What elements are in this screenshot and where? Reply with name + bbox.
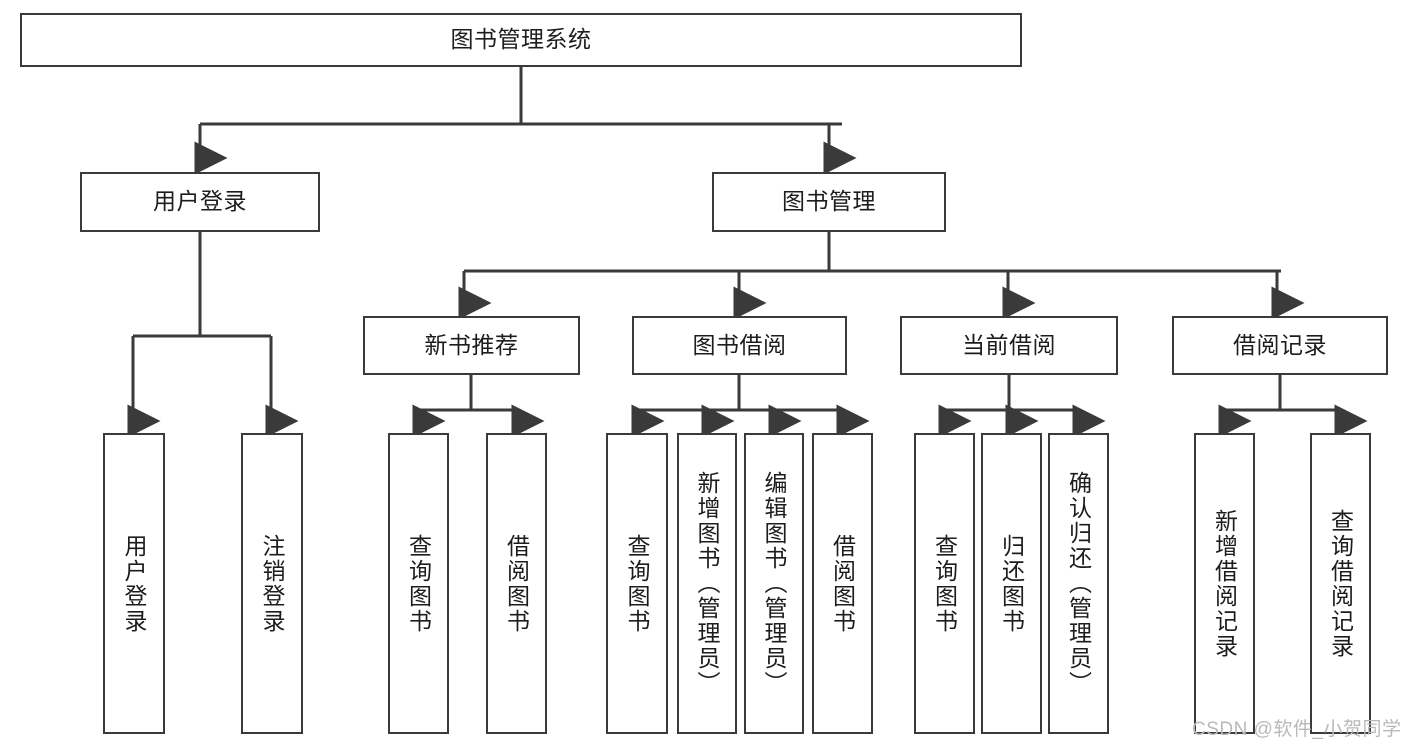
node-leaf-query-record[interactable]: 查询借阅记录: [1310, 433, 1371, 734]
node-borrow-record[interactable]: 借阅记录: [1172, 316, 1388, 375]
node-root-label: 图书管理系统: [450, 26, 592, 53]
node-book-borrow-label: 图书借阅: [692, 331, 787, 358]
node-leaf-query-book-1[interactable]: 查询图书: [388, 433, 449, 734]
node-leaf-confirm-return-label: 确认归还（管理员）: [1065, 471, 1092, 696]
node-leaf-borrow-book-2-label: 借阅图书: [829, 533, 856, 634]
node-leaf-add-book-label: 新增图书（管理员）: [694, 471, 721, 696]
node-leaf-query-book-1-label: 查询图书: [405, 533, 432, 634]
node-leaf-logout[interactable]: 注销登录: [241, 433, 303, 734]
node-leaf-confirm-return[interactable]: 确认归还（管理员）: [1048, 433, 1109, 734]
node-root[interactable]: 图书管理系统: [20, 13, 1022, 67]
node-leaf-add-record-label: 新增借阅记录: [1211, 508, 1238, 659]
node-new-book-recommend-label: 新书推荐: [424, 331, 519, 358]
node-leaf-edit-book-label: 编辑图书（管理员）: [761, 471, 788, 696]
node-leaf-logout-label: 注销登录: [259, 533, 286, 634]
node-leaf-query-record-label: 查询借阅记录: [1327, 508, 1354, 659]
node-current-borrow-label: 当前借阅: [962, 331, 1056, 358]
node-book-borrow[interactable]: 图书借阅: [632, 316, 847, 375]
node-leaf-return-book-label: 归还图书: [998, 533, 1025, 634]
node-leaf-edit-book[interactable]: 编辑图书（管理员）: [744, 433, 804, 734]
node-leaf-user-login[interactable]: 用户登录: [103, 433, 165, 734]
node-leaf-query-book-3-label: 查询图书: [931, 533, 958, 634]
node-book-manage-label: 图书管理: [782, 188, 876, 215]
node-leaf-borrow-book-1[interactable]: 借阅图书: [486, 433, 547, 734]
node-new-book-recommend[interactable]: 新书推荐: [363, 316, 580, 375]
node-leaf-add-record[interactable]: 新增借阅记录: [1194, 433, 1255, 734]
watermark-text: CSDN @软件_小贺同学: [1192, 719, 1402, 740]
node-leaf-query-book-2-label: 查询图书: [624, 533, 651, 634]
node-leaf-query-book-3[interactable]: 查询图书: [914, 433, 975, 734]
node-book-manage[interactable]: 图书管理: [712, 172, 946, 232]
node-leaf-borrow-book-2[interactable]: 借阅图书: [812, 433, 873, 734]
node-borrow-record-label: 借阅记录: [1233, 331, 1327, 358]
node-current-borrow[interactable]: 当前借阅: [900, 316, 1118, 375]
node-user-login-label: 用户登录: [153, 188, 247, 215]
node-user-login[interactable]: 用户登录: [80, 172, 320, 232]
node-leaf-query-book-2[interactable]: 查询图书: [606, 433, 668, 734]
node-leaf-add-book[interactable]: 新增图书（管理员）: [677, 433, 737, 734]
node-leaf-user-login-label: 用户登录: [121, 533, 148, 634]
node-leaf-return-book[interactable]: 归还图书: [981, 433, 1042, 734]
node-leaf-borrow-book-1-label: 借阅图书: [503, 533, 530, 634]
